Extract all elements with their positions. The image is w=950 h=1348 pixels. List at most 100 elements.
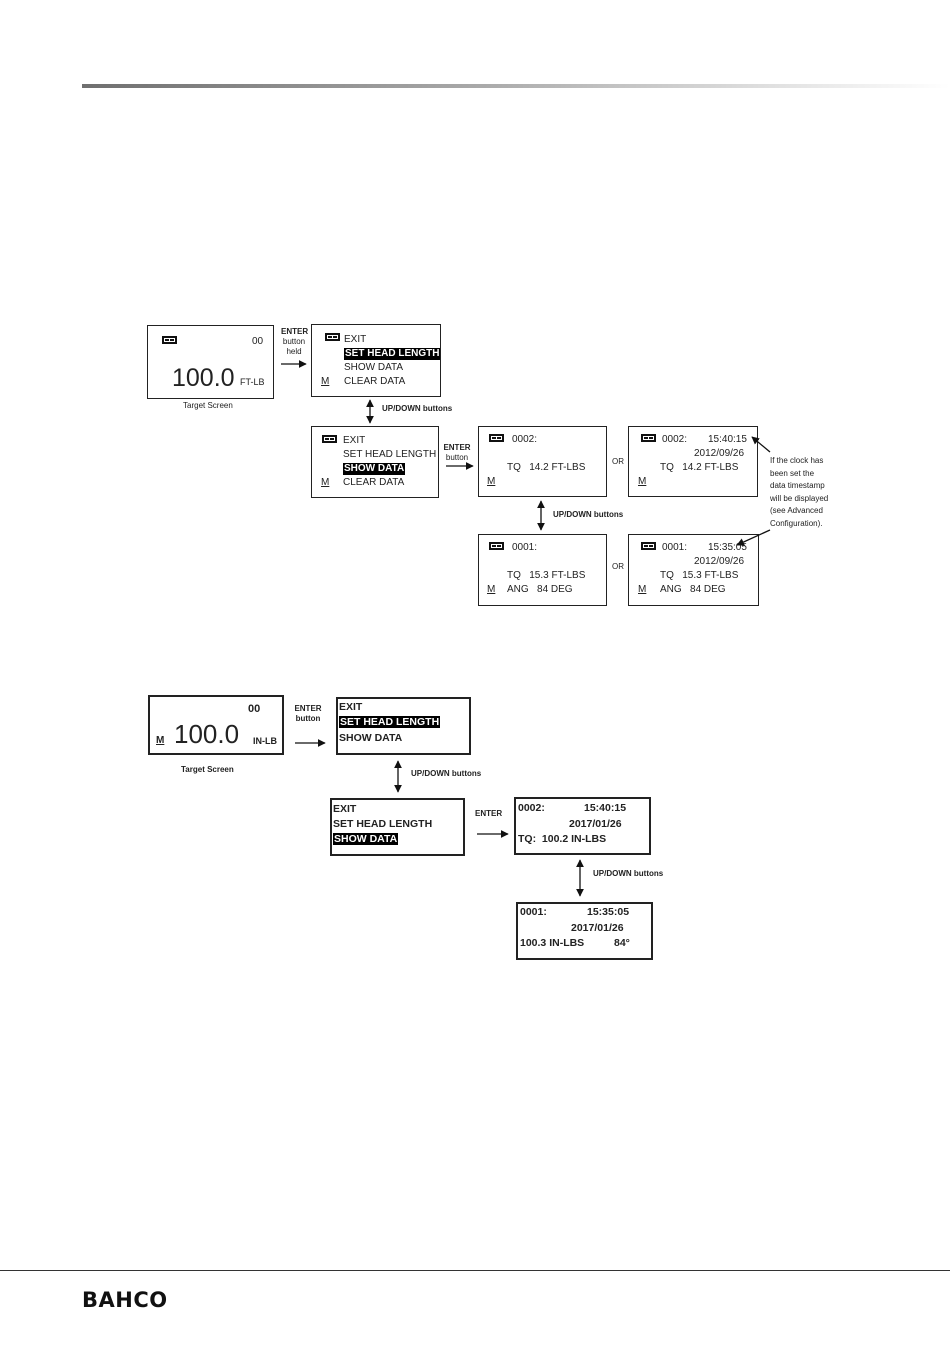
record-date: 2017/01/26 <box>571 922 624 934</box>
record-torque: TQ 15.3 FT-LBS <box>507 570 586 581</box>
record-angle: 84° <box>614 937 630 949</box>
battery-icon <box>489 434 504 442</box>
torque-value: 100.0 <box>174 719 240 749</box>
menu-show-data-selected: SHOW DATA <box>343 463 406 475</box>
updown-label: UP/DOWN buttons <box>553 510 624 519</box>
menu-exit: EXIT <box>343 435 366 446</box>
record-time: 15:40:15 <box>584 802 627 814</box>
record-0001-screen: 0001: 15:35:05 2017/01/26 100.3 IN-LBS 8… <box>516 902 653 960</box>
menu-set-head-length-selected: SET HEAD LENGTH <box>344 348 441 360</box>
record-torque: TQ 14.2 FT-LBS <box>660 462 739 473</box>
menu-show-data-selected: SHOW DATA <box>333 833 399 845</box>
timestamp-note: If the clock has been set the data times… <box>770 455 828 530</box>
record-id: 0001: <box>520 906 547 918</box>
record-time: 15:35:05 <box>587 906 630 918</box>
record-angle: ANG 84 DEG <box>507 584 573 595</box>
menu-screen-set-head: EXIT SET HEAD LENGTH SHOW DATA M CLEAR D… <box>311 324 441 397</box>
battery-icon <box>162 336 177 344</box>
menu-clear-data: CLEAR DATA <box>344 376 406 387</box>
record-0001-timestamp-screen: 0001: 15:35:05 2012/09/26 TQ 15.3 FT-LBS… <box>628 534 759 606</box>
record-0001-screen: 0001: TQ 15.3 FT-LBS M ANG 84 DEG <box>478 534 607 606</box>
menu-screen-show-data: EXIT SET HEAD LENGTH SHOW DATA <box>330 798 465 856</box>
record-date: 2017/01/26 <box>569 818 622 830</box>
unit-label: IN-LB <box>253 736 277 746</box>
note-line: data timestamp <box>770 481 825 490</box>
memory-indicator: M <box>487 584 496 595</box>
count-readout: 00 <box>252 336 264 347</box>
record-0002-timestamp-screen: 0002: 15:40:15 2012/09/26 TQ 14.2 FT-LBS… <box>628 426 758 497</box>
target-screen-display: 00 100.0 FT-LB <box>147 325 274 399</box>
enter-line: button <box>445 453 469 462</box>
battery-icon <box>325 333 340 341</box>
torque-value: 100.0 <box>172 364 235 392</box>
menu-show-data: SHOW DATA <box>339 732 403 744</box>
arrow-note-down <box>736 529 771 546</box>
updown-label: UP/DOWN buttons <box>411 769 482 778</box>
record-id: 0002: <box>512 434 538 445</box>
note-line: will be displayed <box>770 493 829 503</box>
battery-icon <box>641 542 656 550</box>
menu-set-head-length: SET HEAD LENGTH <box>333 818 433 830</box>
menu-set-head-length: SET HEAD LENGTH <box>343 449 437 460</box>
enter-button-label: ENTER button <box>293 704 323 724</box>
menu-exit: EXIT <box>344 334 367 345</box>
memory-indicator: M <box>321 376 330 387</box>
enter-held-label: ENTER button held <box>281 327 309 357</box>
record-torque: TQ 14.2 FT-LBS <box>507 462 586 473</box>
record-torque: TQ 15.3 FT-LBS <box>660 570 739 581</box>
menu-screen-show-data: EXIT SET HEAD LENGTH SHOW DATA M CLEAR D… <box>311 426 439 498</box>
record-time: 15:35:05 <box>708 542 747 553</box>
record-id: 0002: <box>518 802 545 814</box>
menu-clear-data: CLEAR DATA <box>343 477 405 488</box>
battery-icon <box>489 542 504 550</box>
record-0002-screen: 0002: 15:40:15 2017/01/26 TQ: 100.2 IN-L… <box>514 797 651 855</box>
record-id: 0001: <box>662 542 688 553</box>
note-line: If the clock has <box>770 456 824 465</box>
header-rule <box>82 84 950 88</box>
menu-exit: EXIT <box>339 701 363 713</box>
memory-indicator: M <box>638 584 647 595</box>
brand-logo: BAHCO <box>82 1288 168 1312</box>
enter-line: button <box>295 714 321 723</box>
battery-icon <box>641 434 656 442</box>
footer-rule <box>0 1270 950 1271</box>
enter-held-line: held <box>286 347 302 356</box>
record-0002-screen: 0002: TQ 14.2 FT-LBS M <box>478 426 607 497</box>
record-id: 0001: <box>512 542 538 553</box>
record-time: 15:40:15 <box>708 434 747 445</box>
memory-indicator: M <box>156 735 165 746</box>
count-readout: 00 <box>248 703 261 715</box>
enter-held-line: button <box>282 337 306 346</box>
or-label: OR <box>612 562 624 571</box>
enter-held-line: ENTER <box>281 327 309 336</box>
menu-set-head-length-selected: SET HEAD LENGTH <box>339 716 441 728</box>
menu-exit: EXIT <box>333 803 357 815</box>
menu-show-data: SHOW DATA <box>344 362 404 373</box>
enter-button-label: ENTER button <box>443 443 471 463</box>
record-date: 2012/09/26 <box>694 448 745 459</box>
note-line: been set the <box>770 468 815 478</box>
memory-indicator: M <box>321 477 330 488</box>
enter-line: ENTER <box>294 704 322 713</box>
target-screen-caption: Target Screen <box>181 765 234 774</box>
unit-label: FT-LB <box>240 377 265 387</box>
arrow-note-up <box>751 436 771 453</box>
enter-line: ENTER <box>443 443 471 452</box>
target-screen-caption: Target Screen <box>183 401 233 410</box>
record-date: 2012/09/26 <box>694 556 745 567</box>
note-line: (see Advanced <box>770 506 823 515</box>
target-screen-display: 00 M 100.0 IN-LB <box>148 695 284 755</box>
record-torque: TQ: 100.2 IN-LBS <box>518 833 607 845</box>
record-value: 100.3 IN-LBS <box>520 937 585 949</box>
updown-label: UP/DOWN buttons <box>382 404 453 413</box>
record-id: 0002: <box>662 434 688 445</box>
enter-label: ENTER <box>475 809 503 818</box>
note-line: Configuration). <box>770 518 823 528</box>
or-label: OR <box>612 457 624 466</box>
memory-indicator: M <box>638 476 647 487</box>
memory-indicator: M <box>487 476 496 487</box>
record-angle: ANG 84 DEG <box>660 584 726 595</box>
updown-label: UP/DOWN buttons <box>593 869 664 878</box>
battery-icon <box>322 435 337 443</box>
